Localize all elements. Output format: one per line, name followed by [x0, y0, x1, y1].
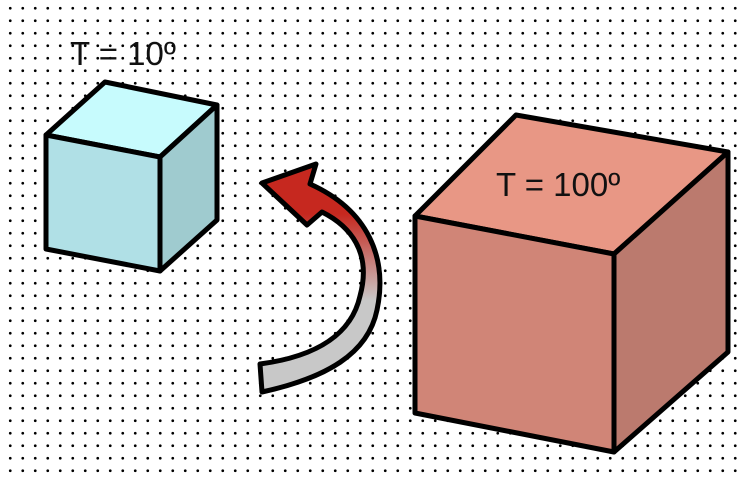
- cold-cube-side: [157, 102, 220, 274]
- cold-temperature-label: T = 10º: [70, 35, 176, 72]
- hot-cube: [412, 112, 731, 455]
- hot-temperature-label: T = 100º: [496, 166, 621, 203]
- heat-flow-arrow: [257, 161, 383, 395]
- hot-cube-front: [412, 213, 617, 455]
- cold-cube-front: [43, 132, 163, 274]
- hot-cube-side: [611, 149, 731, 455]
- cold-cube: [43, 79, 220, 274]
